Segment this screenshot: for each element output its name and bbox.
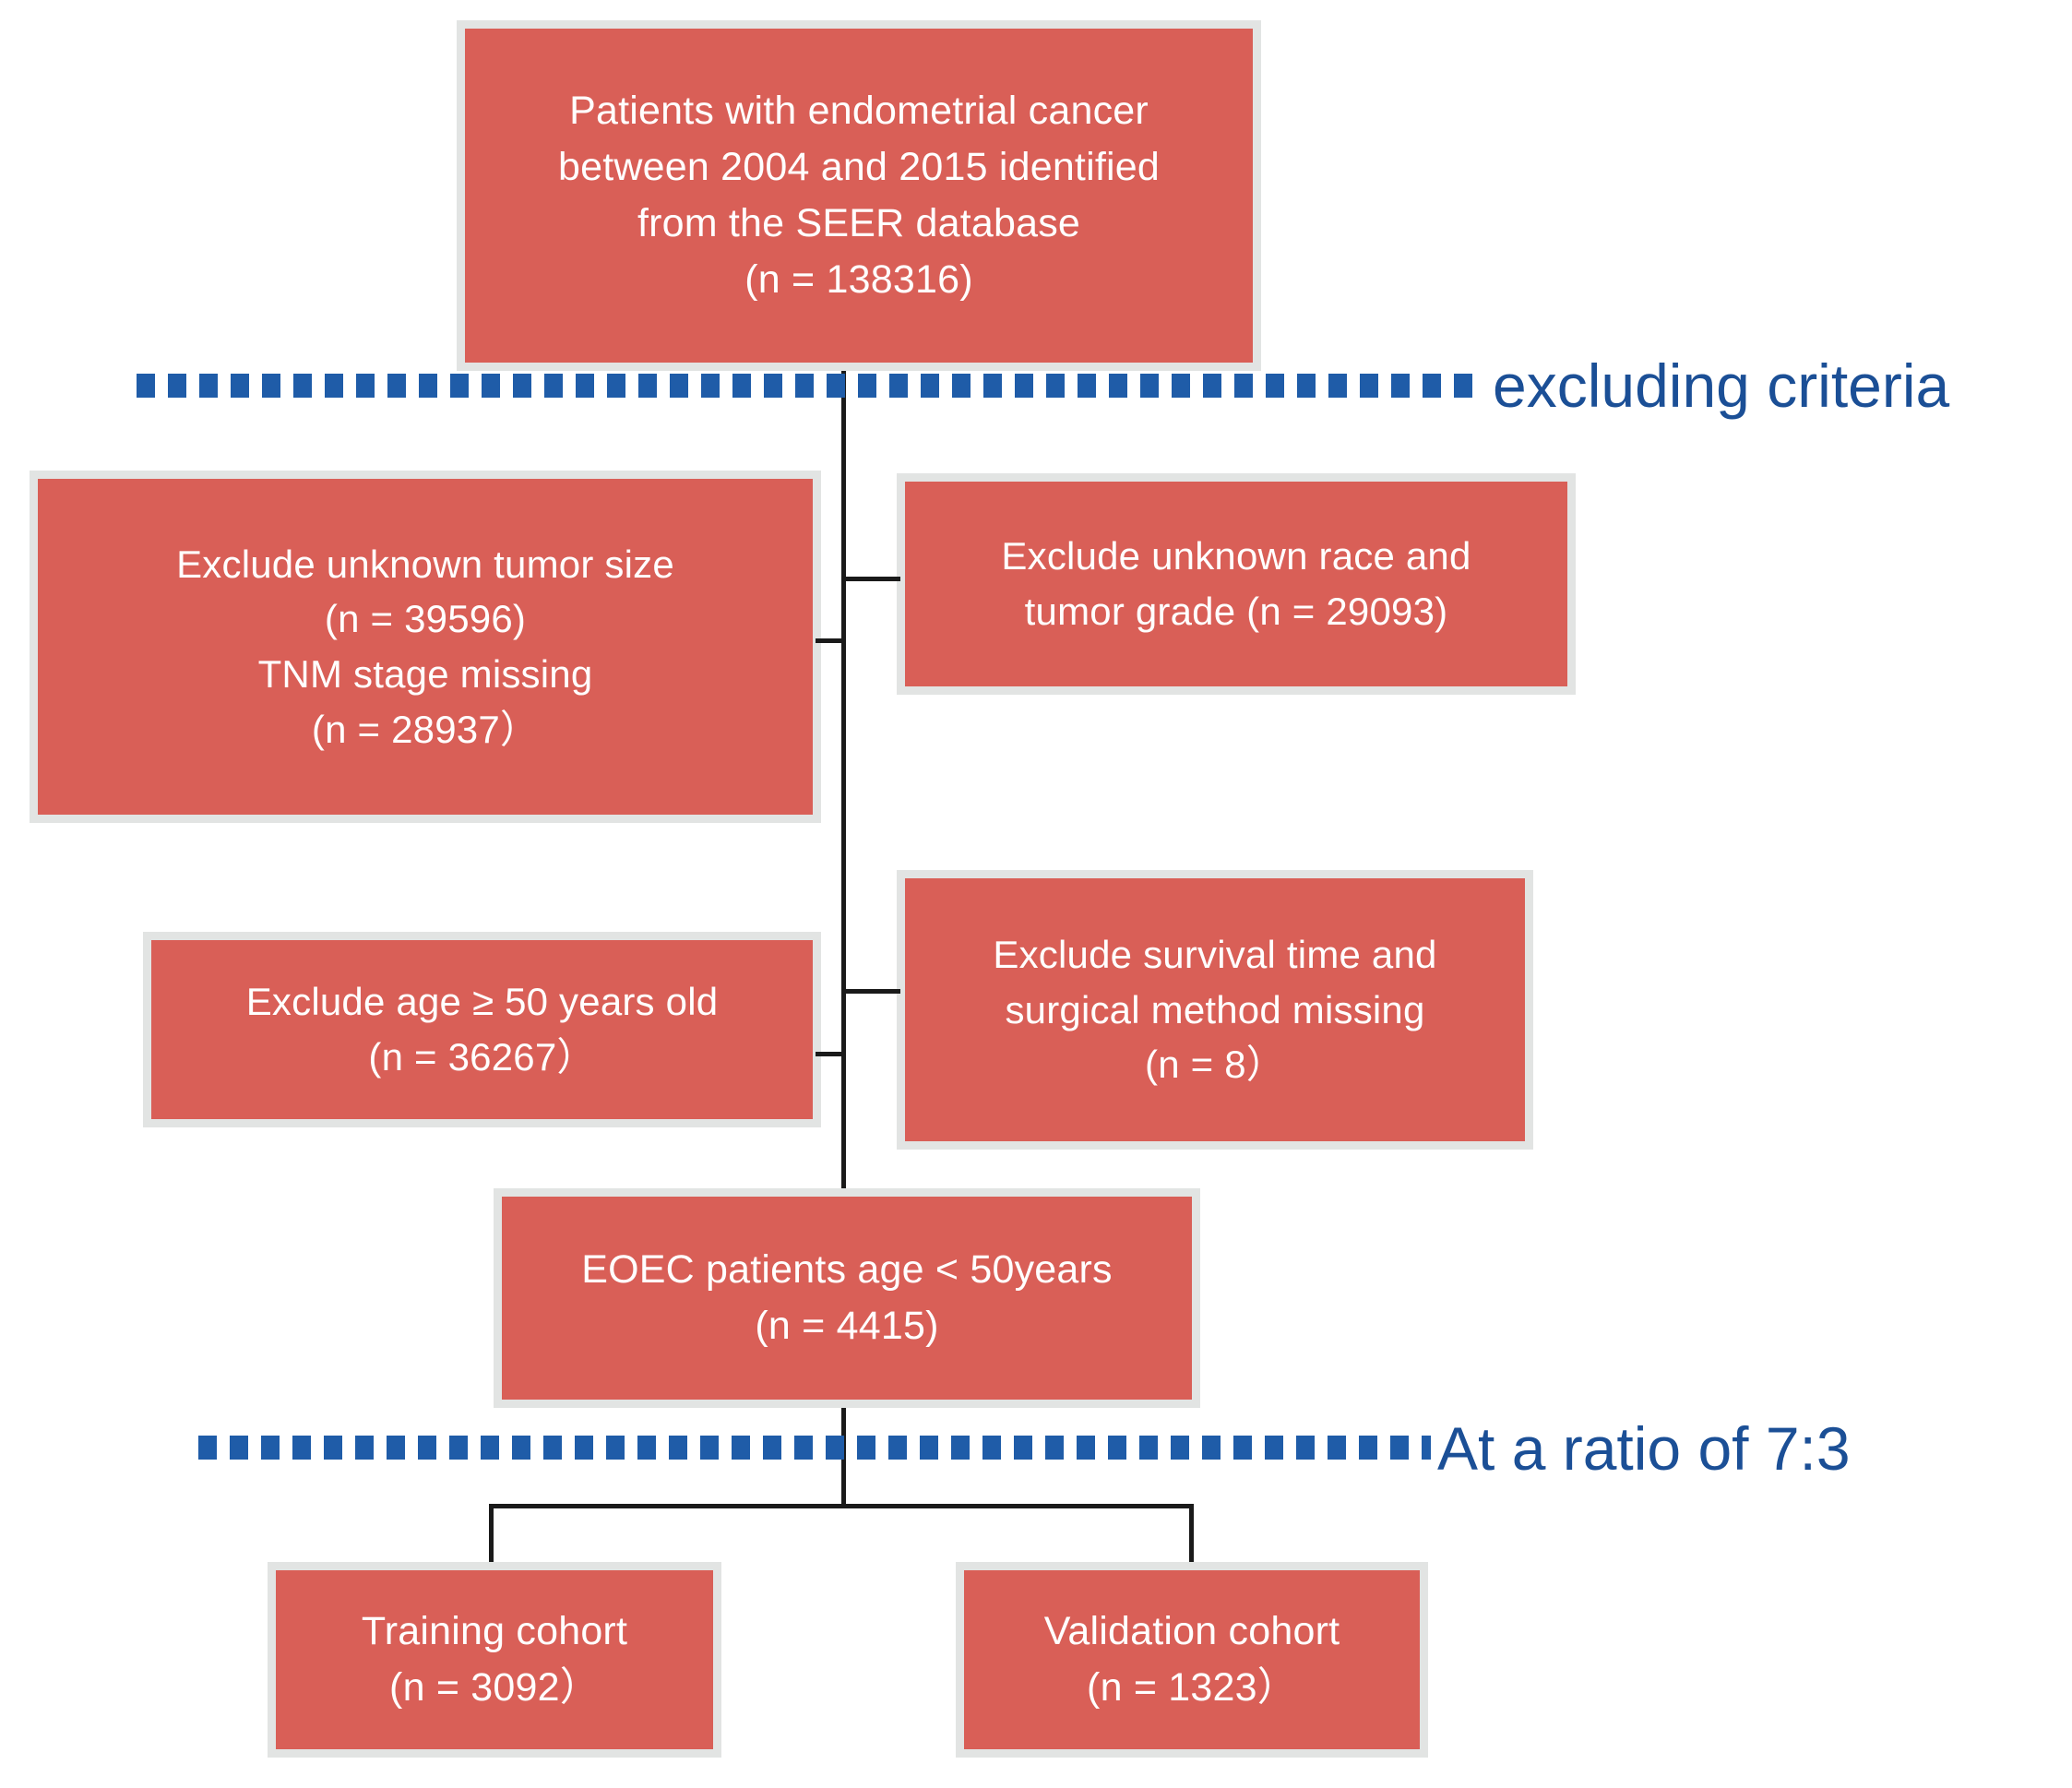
node-exclude-tumor-size-line-4: (n = 28937） [311,707,540,751]
node-exclude-age: Exclude age ≥ 50 years old (n = 36267） [143,932,821,1127]
connector-stub-survival-surgery [841,989,900,994]
node-exclude-race-grade: Exclude unknown race and tumor grade (n … [897,473,1576,695]
node-training-cohort-line-2: (n = 3092） [389,1665,600,1710]
node-validation-cohort-line-2: (n = 1323） [1087,1665,1297,1710]
node-source-cohort: Patients with endometrial cancer between… [457,20,1261,371]
node-training-cohort: Training cohort (n = 3092） [268,1562,721,1758]
node-exclude-survival-surgery-line-1: Exclude survival time and [993,933,1437,977]
node-eligible-cohort-line-2: (n = 4415) [755,1304,939,1348]
node-exclude-race-grade-line-2: tumor grade (n = 29093) [1024,590,1448,633]
node-exclude-age-line-2: (n = 36267） [368,1035,596,1079]
connector-stub-race-grade [841,577,900,581]
connector-split-bar [489,1504,1194,1508]
separator-split-ratio [198,1436,1431,1460]
node-training-cohort-line-1: Training cohort [361,1608,628,1653]
connector-split-left-drop [489,1504,494,1567]
node-exclude-tumor-size-line-3: TNM stage missing [257,652,593,696]
node-eligible-cohort: EOEC patients age < 50years (n = 4415) [494,1188,1200,1408]
node-exclude-tumor-size: Exclude unknown tumor size (n = 39596) T… [30,471,821,823]
node-eligible-cohort-line-1: EOEC patients age < 50years [581,1246,1113,1292]
node-exclude-tumor-size-line-1: Exclude unknown tumor size [176,542,674,586]
node-source-line-3: from the SEER database [637,201,1081,245]
connector-stub-tumor-size [816,638,845,643]
separator-excluding-criteria-label: excluding criteria [1493,352,1950,420]
connector-main-spine [841,371,846,1188]
node-exclude-race-grade-line-1: Exclude unknown race and [1001,534,1471,578]
node-source-line-2: between 2004 and 2015 identified [558,144,1160,189]
node-exclude-tumor-size-line-2: (n = 39596) [324,597,527,641]
node-source-line-1: Patients with endometrial cancer [569,88,1149,133]
node-exclude-survival-surgery: Exclude survival time and surgical metho… [897,870,1533,1150]
node-exclude-age-line-1: Exclude age ≥ 50 years old [245,980,719,1024]
node-exclude-survival-surgery-line-2: surgical method missing [1005,987,1425,1031]
separator-split-ratio-label: At a ratio of 7:3 [1437,1414,1851,1483]
node-exclude-survival-surgery-line-3: (n = 8） [1145,1043,1285,1087]
connector-split-right-drop [1189,1504,1194,1567]
node-source-line-4: (n = 138316) [744,257,973,303]
separator-excluding-criteria [137,374,1476,398]
node-validation-cohort-line-1: Validation cohort [1043,1608,1340,1653]
connector-stub-age [816,1052,845,1056]
node-validation-cohort: Validation cohort (n = 1323） [956,1562,1428,1758]
